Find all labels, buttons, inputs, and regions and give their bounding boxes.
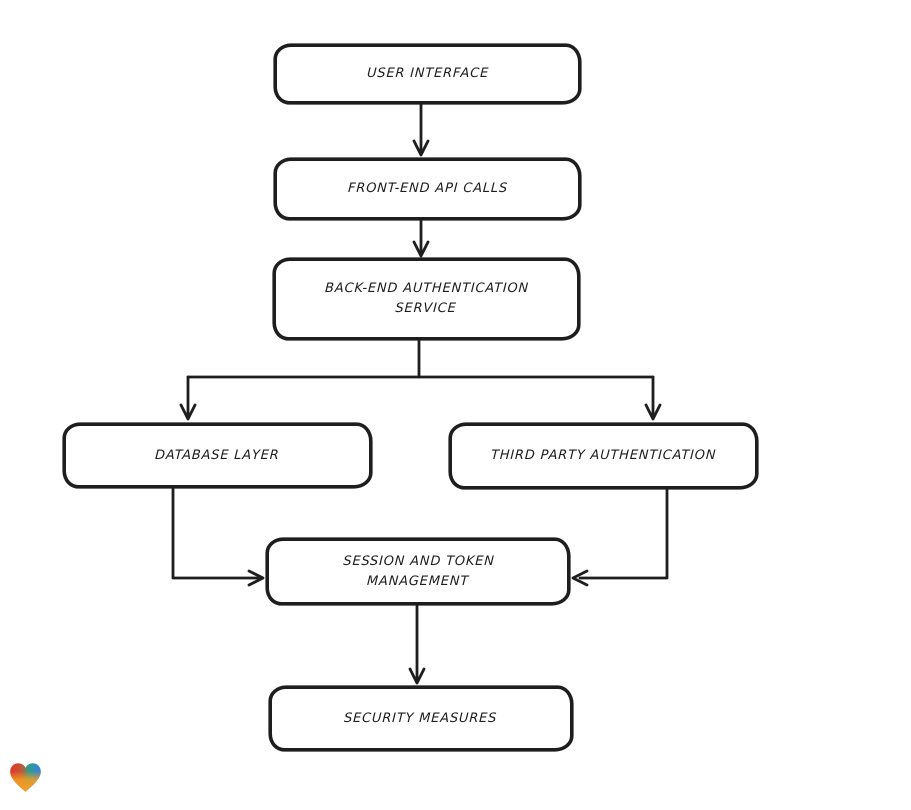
node-security-measures-label: SECURITY MEASURES <box>344 710 498 726</box>
arrow-session-to-security <box>408 604 426 685</box>
node-third-party-authentication-label: THIRD PARTY AUTHENTICATION <box>490 448 717 463</box>
node-database-layer[interactable]: DATABASE LAYER <box>63 423 372 488</box>
node-front-end-api-calls-label: FRONT-END API CALLS <box>347 181 508 196</box>
node-session-and-token-management-label: SESSION AND TOKEN MANAGEMENT <box>342 553 495 589</box>
node-security-measures[interactable]: SECURITY MEASURES <box>269 686 573 751</box>
arrow-third-party-to-session <box>571 488 669 587</box>
node-database-layer-label: DATABASE LAYER <box>154 447 281 463</box>
node-user-interface-label: USER INTERFACE <box>366 66 489 81</box>
heart-logo-icon <box>10 763 41 792</box>
node-front-end-api-calls[interactable]: FRONT-END API CALLS <box>274 158 581 220</box>
node-user-interface[interactable]: USER INTERFACE <box>274 44 581 104</box>
node-session-and-token-management[interactable]: SESSION AND TOKEN MANAGEMENT <box>266 538 570 605</box>
node-back-end-authentication-service-label: BACK-END AUTHENTICATION SERVICE <box>324 281 530 316</box>
arrow-back-end-branch <box>179 339 662 421</box>
arrow-front-end-to-back-end <box>412 219 430 258</box>
node-third-party-authentication[interactable]: THIRD PARTY AUTHENTICATION <box>449 423 758 489</box>
arrow-user-interface-to-front-end <box>412 103 430 157</box>
node-back-end-authentication-service[interactable]: BACK-END AUTHENTICATION SERVICE <box>273 258 580 340</box>
arrow-database-to-session <box>171 487 265 587</box>
